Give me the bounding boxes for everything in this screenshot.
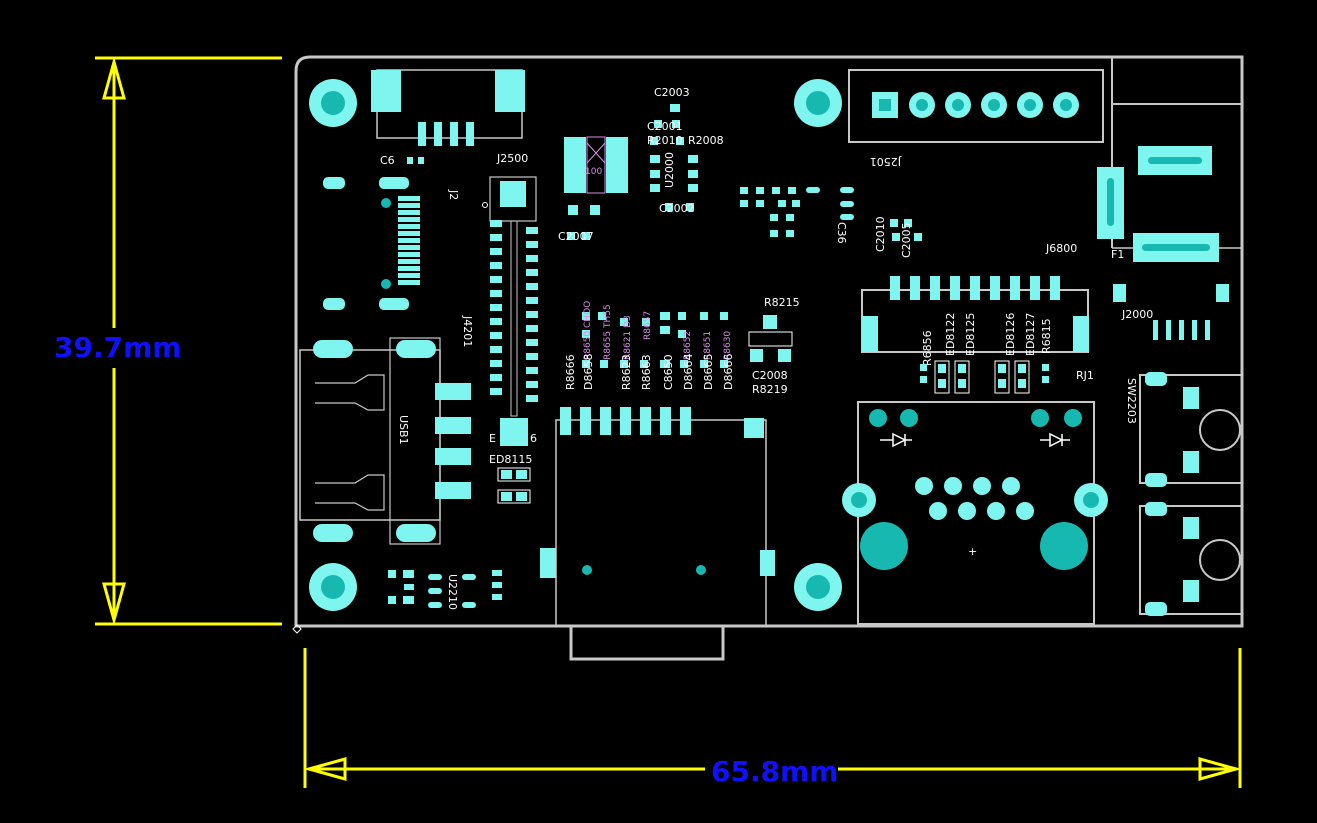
transistor-r8215 bbox=[748, 315, 793, 362]
svg-text:R8652: R8652 bbox=[683, 331, 693, 360]
label-ed8122: ED8122 bbox=[944, 313, 957, 356]
label-r6856: R6856 bbox=[921, 330, 934, 366]
resistor-network bbox=[582, 312, 728, 368]
svg-text:R8630: R8630 bbox=[723, 331, 733, 360]
label-u2210: U2210 bbox=[446, 574, 459, 610]
label-c6: C6 bbox=[380, 154, 395, 167]
component-u2210 bbox=[388, 570, 502, 608]
connector-j2000 bbox=[1113, 284, 1229, 340]
label-f1: F1 bbox=[1111, 248, 1124, 261]
height-dimension-label: 39.7mm bbox=[54, 331, 181, 364]
status-leds bbox=[920, 360, 1049, 394]
label-ed8116-tail: 6 bbox=[530, 432, 537, 445]
label-ed8127: ED8127 bbox=[1024, 313, 1037, 356]
label-ed8125: ED8125 bbox=[964, 313, 977, 356]
label-c2001: C2001 bbox=[647, 120, 683, 133]
svg-text:R8623: R8623 bbox=[620, 354, 633, 390]
label-ed8126: ED8126 bbox=[1004, 313, 1017, 356]
svg-text:R8657: R8657 bbox=[643, 311, 653, 340]
label-usb1: USB1 bbox=[397, 415, 410, 445]
svg-text:R8650 CHOO: R8650 CHOO bbox=[583, 301, 593, 360]
label-j2000: J2000 bbox=[1121, 308, 1153, 321]
dimension-width bbox=[303, 648, 1242, 788]
svg-text:D8666: D8666 bbox=[722, 354, 735, 390]
label-c2008: C2008 bbox=[752, 369, 788, 382]
mounting-holes bbox=[309, 79, 842, 611]
label-sw2203: SW2203 bbox=[1125, 378, 1138, 424]
label-ed8115: ED8115 bbox=[489, 453, 532, 466]
label-r6815: R6815 bbox=[1040, 318, 1053, 354]
power-components bbox=[564, 104, 698, 240]
label-u2000: U2000 bbox=[663, 152, 676, 188]
label-r8219: R8219 bbox=[752, 383, 788, 396]
label-c2005: C2005 bbox=[900, 222, 913, 258]
power-jack-j6800 bbox=[1097, 56, 1243, 262]
label-j4201: J4201 bbox=[461, 315, 474, 347]
label-c2003: C2003 bbox=[654, 86, 690, 99]
svg-text:R8655 TH55: R8655 TH55 bbox=[603, 304, 613, 360]
connector-rj1 bbox=[842, 276, 1108, 625]
diodes-ed8115 bbox=[497, 467, 531, 504]
label-x100: 100 bbox=[585, 167, 602, 177]
svg-text:R8666: R8666 bbox=[564, 354, 577, 390]
switch-sw2203 bbox=[1139, 372, 1243, 487]
label-rj1: RJ1 bbox=[1076, 369, 1094, 382]
origin-marker bbox=[292, 624, 302, 634]
svg-text:R8663: R8663 bbox=[640, 354, 653, 390]
label-plus: + bbox=[968, 545, 977, 558]
connector-j4201 bbox=[482, 176, 538, 446]
label-r8215: R8215 bbox=[764, 296, 800, 309]
svg-text:D8664: D8664 bbox=[682, 354, 695, 390]
label-j2501: J2501 bbox=[870, 155, 902, 168]
label-j2: J2 bbox=[447, 189, 460, 200]
label-c2007: C2007 bbox=[558, 230, 594, 243]
dimension-height bbox=[95, 56, 282, 626]
switch-second bbox=[1139, 502, 1243, 616]
main-connector bbox=[540, 407, 775, 627]
svg-text:R8651: R8651 bbox=[703, 331, 713, 360]
svg-text:R8621 D3: R8621 D3 bbox=[623, 315, 633, 360]
label-j2500: J2500 bbox=[496, 152, 528, 165]
top-left-connector bbox=[371, 69, 525, 146]
svg-text:C8650: C8650 bbox=[662, 354, 675, 390]
label-c2010: C2010 bbox=[874, 216, 887, 252]
pad-c6-a bbox=[407, 157, 413, 164]
pad-c6-b bbox=[418, 157, 424, 164]
connector-usb1 bbox=[299, 337, 471, 545]
resistor-labels: R8650 CHOO R8655 TH55 R8621 D3 R8657 R86… bbox=[564, 301, 735, 390]
width-dimension-label: 65.8mm bbox=[711, 755, 838, 788]
svg-text:D8658: D8658 bbox=[582, 354, 595, 390]
connector-j2 bbox=[323, 177, 420, 310]
header-j2501 bbox=[848, 69, 1104, 143]
svg-text:D8665: D8665 bbox=[702, 354, 715, 390]
label-r2010: R2010 bbox=[647, 134, 683, 147]
label-c2002: C2002 bbox=[659, 202, 695, 215]
small-parts-cluster bbox=[740, 187, 922, 241]
label-j6800: J6800 bbox=[1045, 242, 1077, 255]
label-c36: C36 bbox=[835, 222, 848, 244]
label-r2008: R2008 bbox=[688, 134, 724, 147]
label-ed8116-partial: E bbox=[489, 432, 496, 445]
